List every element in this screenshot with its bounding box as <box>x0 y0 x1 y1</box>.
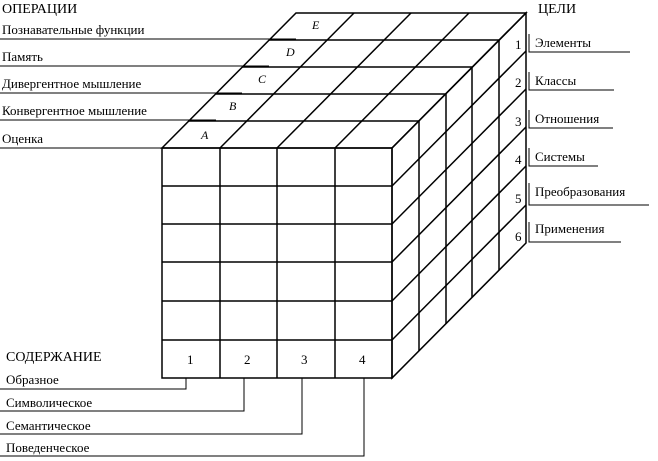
cube-right-face <box>391 11 527 380</box>
operations-labels: Познавательные функции Память Дивергентн… <box>0 22 296 149</box>
operation-label-c: Дивергентное мышление <box>2 76 142 91</box>
goal-number-5: 5 <box>515 191 522 206</box>
goal-label-1: Элементы <box>535 35 591 50</box>
operation-label-a: Оценка <box>2 131 43 146</box>
cube-front-face <box>161 147 393 379</box>
content-label-1: Образное <box>6 372 59 387</box>
goal-label-2: Классы <box>535 73 576 88</box>
content-number-1: 1 <box>187 352 194 367</box>
content-numbers: 1 2 3 4 <box>187 352 366 367</box>
goal-label-4: Системы <box>535 149 585 164</box>
operation-letters: E D C B A <box>200 18 320 142</box>
content-label-4: Поведенческое <box>6 440 90 455</box>
operation-letter-d: D <box>285 45 295 59</box>
content-labels: Образное Символическое Семантическое Пов… <box>0 372 365 457</box>
operation-letter-e: E <box>311 18 320 32</box>
goal-number-2: 2 <box>515 75 522 90</box>
operations-header: ОПЕРАЦИИ <box>2 2 77 17</box>
operation-label-e: Познавательные функции <box>2 22 145 37</box>
operation-letter-b: B <box>229 99 237 113</box>
goal-label-5: Преобразования <box>535 184 625 199</box>
content-number-4: 4 <box>359 352 366 367</box>
content-label-3: Семантическое <box>6 418 91 433</box>
goal-label-3: Отношения <box>535 111 599 126</box>
operation-letter-a: A <box>200 128 209 142</box>
content-label-2: Символическое <box>6 395 92 410</box>
operation-label-d: Память <box>2 49 43 64</box>
goal-label-6: Применения <box>535 221 604 236</box>
goal-number-4: 4 <box>515 152 522 167</box>
goals-header: ЦЕЛИ <box>538 2 576 17</box>
operation-label-b: Конвергентное мышление <box>2 103 147 118</box>
content-number-2: 2 <box>244 352 251 367</box>
operation-letter-c: C <box>258 72 267 86</box>
content-header: СОДЕРЖАНИЕ <box>6 350 102 365</box>
goal-number-1: 1 <box>515 37 522 52</box>
goal-number-3: 3 <box>515 114 522 129</box>
goals-labels: 1 Элементы 2 Классы 3 Отношения 4 Систем… <box>515 34 649 244</box>
content-number-3: 3 <box>301 352 308 367</box>
goal-number-6: 6 <box>515 229 522 244</box>
